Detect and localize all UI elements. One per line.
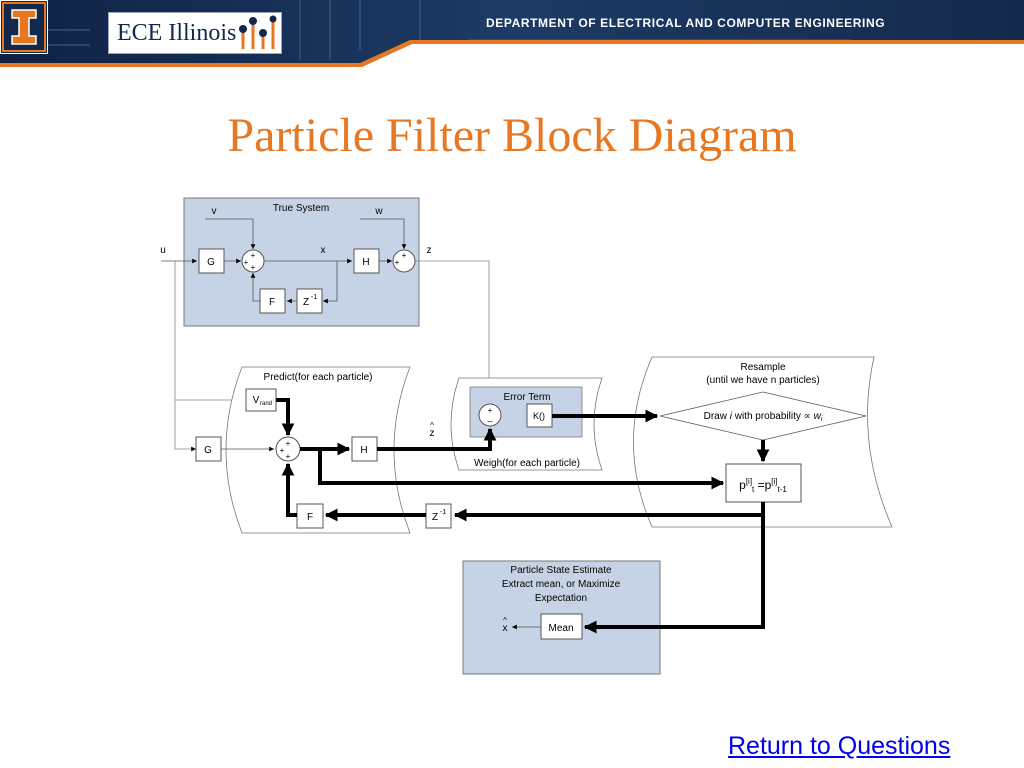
particle-assign-label: p[i]t =p[i]t-1: [739, 477, 787, 494]
svg-text:+: +: [402, 251, 407, 260]
svg-text:+: +: [251, 263, 256, 272]
svg-text:-1: -1: [440, 509, 446, 516]
mean-block: [540, 613, 583, 640]
vrand-block: [245, 388, 277, 412]
particle-assign-block: [725, 463, 802, 503]
resample-title: Resample: [740, 362, 785, 373]
k-label: K(): [533, 411, 545, 421]
department-name: DEPARTMENT OF ELECTRICAL AND COMPUTER EN…: [486, 16, 886, 30]
return-to-questions-link[interactable]: Return to Questions: [728, 732, 951, 760]
pred-h-label: H: [360, 445, 367, 456]
svg-text:^: ^: [503, 616, 507, 625]
estimate-line1: Particle State Estimate: [510, 565, 612, 576]
pred-f-label: F: [307, 512, 313, 523]
estimate-panel: Particle State Estimate Extract mean, or…: [462, 560, 661, 675]
svg-text:+: +: [251, 251, 256, 260]
particle-flow-arrows: [276, 398, 770, 634]
label-z: z: [427, 245, 432, 256]
slide-title: Particle Filter Block Diagram: [227, 109, 797, 162]
estimate-line2: Extract mean, or Maximize: [502, 579, 621, 590]
estimate-line3: Expectation: [535, 593, 587, 604]
header-banner: ECE Illinois DEPARTMENT OF ELECTRICAL AN…: [0, 0, 1024, 72]
svg-text:+: +: [244, 258, 249, 267]
ts-zinv-block: [296, 288, 323, 314]
pred-h-block: [351, 436, 378, 462]
ts-f-block: [259, 288, 286, 314]
error-sum-node: [478, 403, 502, 427]
svg-text:-1: -1: [311, 294, 317, 301]
pred-g-block: [195, 436, 222, 462]
mean-label: Mean: [548, 623, 573, 634]
svg-text:+: +: [286, 452, 291, 461]
true-system-panel: True System v w u x z G + + + H + + F Z …: [160, 197, 432, 327]
circuit-logo-icon: [239, 15, 277, 49]
true-system-title: True System: [273, 203, 329, 214]
ece-illinois-logo[interactable]: ECE Illinois: [108, 12, 282, 54]
svg-text:+: +: [488, 406, 493, 415]
label-w: w: [374, 206, 383, 217]
zhat-label: z: [430, 428, 435, 439]
svg-text:Z: Z: [303, 297, 309, 308]
illinois-block-i-icon: [0, 0, 48, 54]
error-term-title: Error Term: [503, 392, 550, 403]
predict-title: Predict(for each particle): [264, 372, 373, 383]
logo-text: ECE Illinois: [117, 20, 237, 46]
xhat-label: x: [503, 623, 508, 634]
resample-subtitle: (until we have n particles): [706, 375, 819, 386]
svg-text:rand: rand: [260, 401, 272, 407]
svg-text:Z: Z: [432, 512, 438, 523]
ts-g-label: G: [207, 257, 215, 268]
vrand-label: V: [253, 395, 260, 406]
label-x: x: [321, 245, 326, 256]
pred-zinv-block: [425, 503, 452, 529]
weigh-title: Weigh(for each particle): [474, 458, 580, 469]
svg-text:+: +: [286, 439, 291, 448]
ts-h-block: [353, 248, 380, 274]
label-u: u: [160, 245, 166, 256]
svg-text:^: ^: [430, 421, 434, 430]
draw-label: Draw i with probability ∝ wi: [704, 411, 823, 423]
label-v: v: [212, 206, 217, 217]
weigh-panel: Error Term + – K() Weigh(for each partic…: [430, 377, 603, 471]
ts-h-label: H: [362, 257, 369, 268]
pred-f-block: [296, 503, 324, 529]
draw-decision: [659, 391, 867, 441]
svg-text:+: +: [280, 446, 285, 455]
svg-text:+: +: [395, 258, 400, 267]
svg-text:–: –: [487, 416, 492, 426]
pred-g-label: G: [204, 445, 212, 456]
ts-f-label: F: [269, 297, 275, 308]
